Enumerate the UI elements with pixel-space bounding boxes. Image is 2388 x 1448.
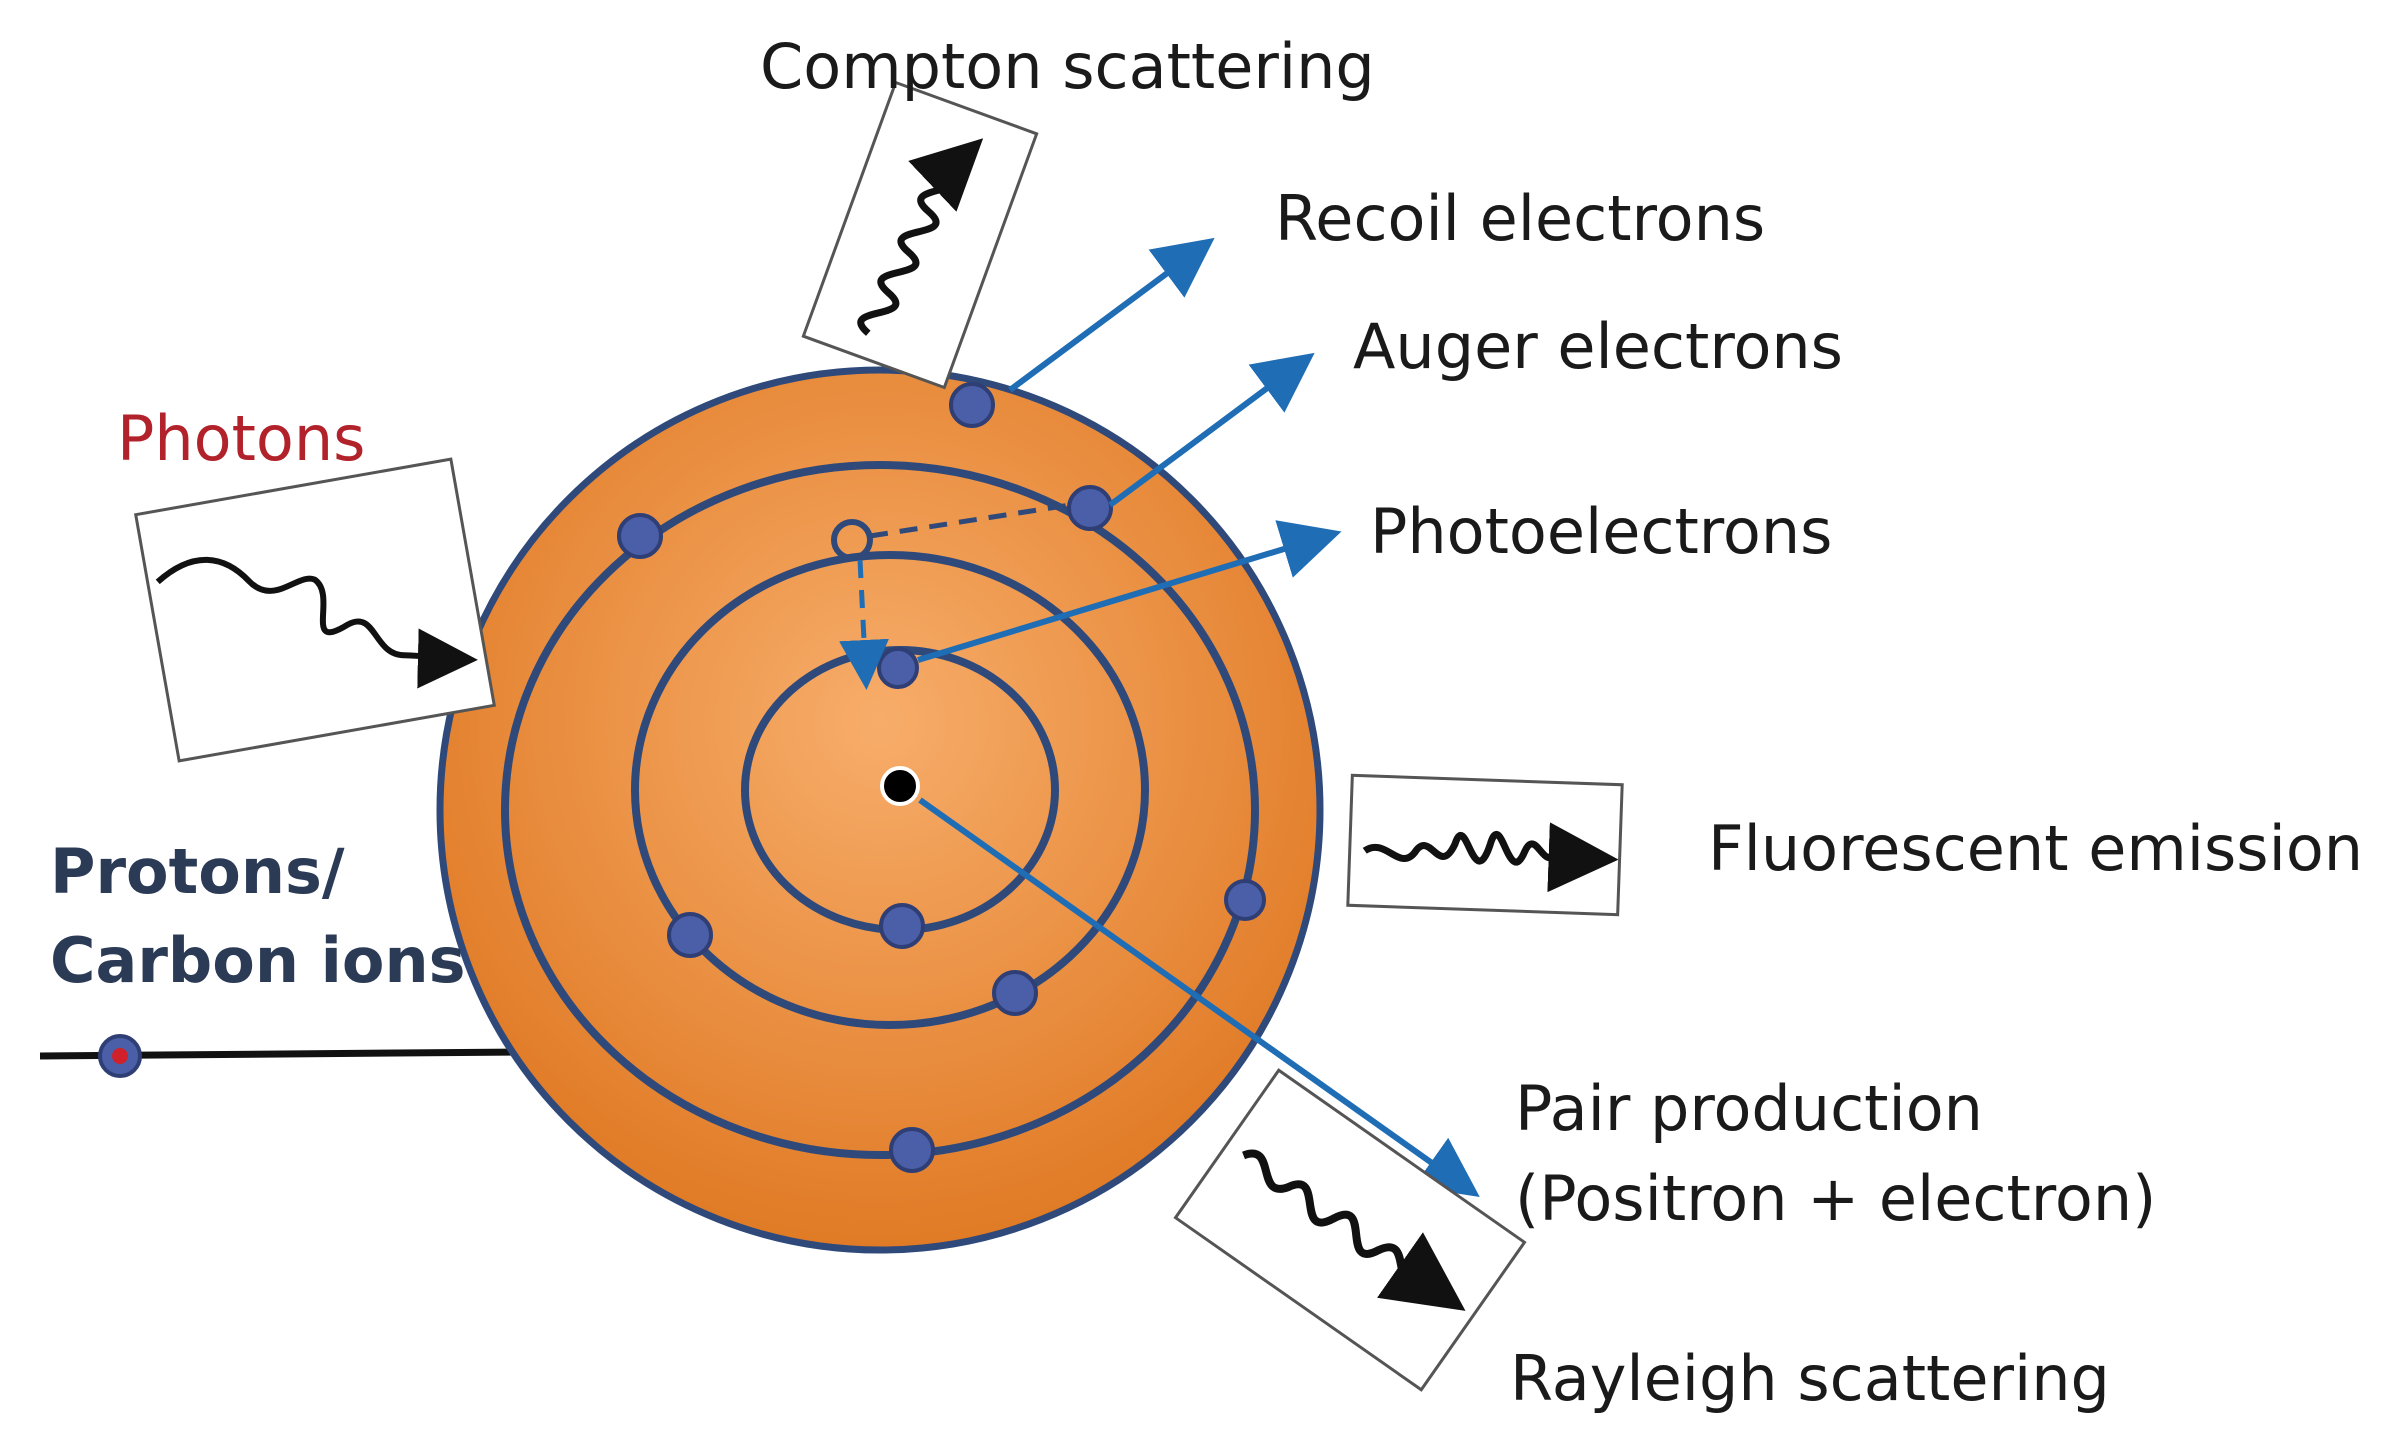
electron-middle-bottom-right bbox=[992, 970, 1038, 1016]
label-compton-scattering: Compton scattering bbox=[760, 30, 1375, 103]
incoming-photon-box bbox=[133, 457, 497, 763]
pair-production-arrow bbox=[918, 797, 1480, 1197]
atom-sphere bbox=[436, 366, 1324, 1254]
label-carbon-ions: Carbon ions bbox=[50, 924, 466, 997]
electron-outer-right-top bbox=[1067, 485, 1113, 531]
electron-outer-right bbox=[1224, 879, 1266, 921]
incoming-photon-wave-icon bbox=[155, 556, 478, 689]
nucleus bbox=[880, 766, 920, 806]
label-positron-electron: (Positron + electron) bbox=[1515, 1162, 2156, 1235]
label-recoil-electrons: Recoil electrons bbox=[1275, 182, 1765, 255]
auger-electron-arrow bbox=[1108, 352, 1315, 508]
proton-particle-core bbox=[112, 1048, 128, 1064]
auger-transition-dashed bbox=[869, 502, 1071, 539]
recoil-electron-arrow bbox=[1008, 237, 1215, 393]
photoelectron-arrow bbox=[917, 520, 1342, 663]
electron-outer-left bbox=[617, 513, 663, 559]
orbit-outer bbox=[501, 461, 1259, 1159]
rayleigh-photon-box bbox=[1173, 1068, 1527, 1392]
electron-outer-top bbox=[949, 382, 995, 428]
electron-vacancy bbox=[831, 519, 873, 561]
label-auger-electrons: Auger electrons bbox=[1353, 310, 1843, 383]
label-photoelectrons: Photoelectrons bbox=[1370, 495, 1832, 568]
label-protons: Protons/ bbox=[50, 835, 345, 908]
electron-inner-top bbox=[877, 647, 919, 689]
compton-wave-icon bbox=[857, 138, 984, 336]
compton-photon-box bbox=[801, 80, 1039, 390]
label-fluorescent-emission: Fluorescent emission bbox=[1708, 812, 2363, 885]
electron-free-left bbox=[667, 912, 713, 958]
label-rayleigh-scattering: Rayleigh scattering bbox=[1510, 1342, 2110, 1415]
label-photons: Photons bbox=[117, 402, 365, 475]
orbit-middle bbox=[631, 551, 1149, 1029]
rayleigh-wave-icon bbox=[1242, 1149, 1466, 1311]
fluorescent-photon-box bbox=[1346, 773, 1624, 917]
vacancy-fill-dashed bbox=[839, 559, 889, 690]
label-pair-production: Pair production bbox=[1515, 1072, 1983, 1145]
fluorescent-wave-icon bbox=[1362, 822, 1619, 893]
electron-inner-bottom bbox=[879, 903, 925, 949]
electron-outer-bottom bbox=[889, 1127, 935, 1173]
